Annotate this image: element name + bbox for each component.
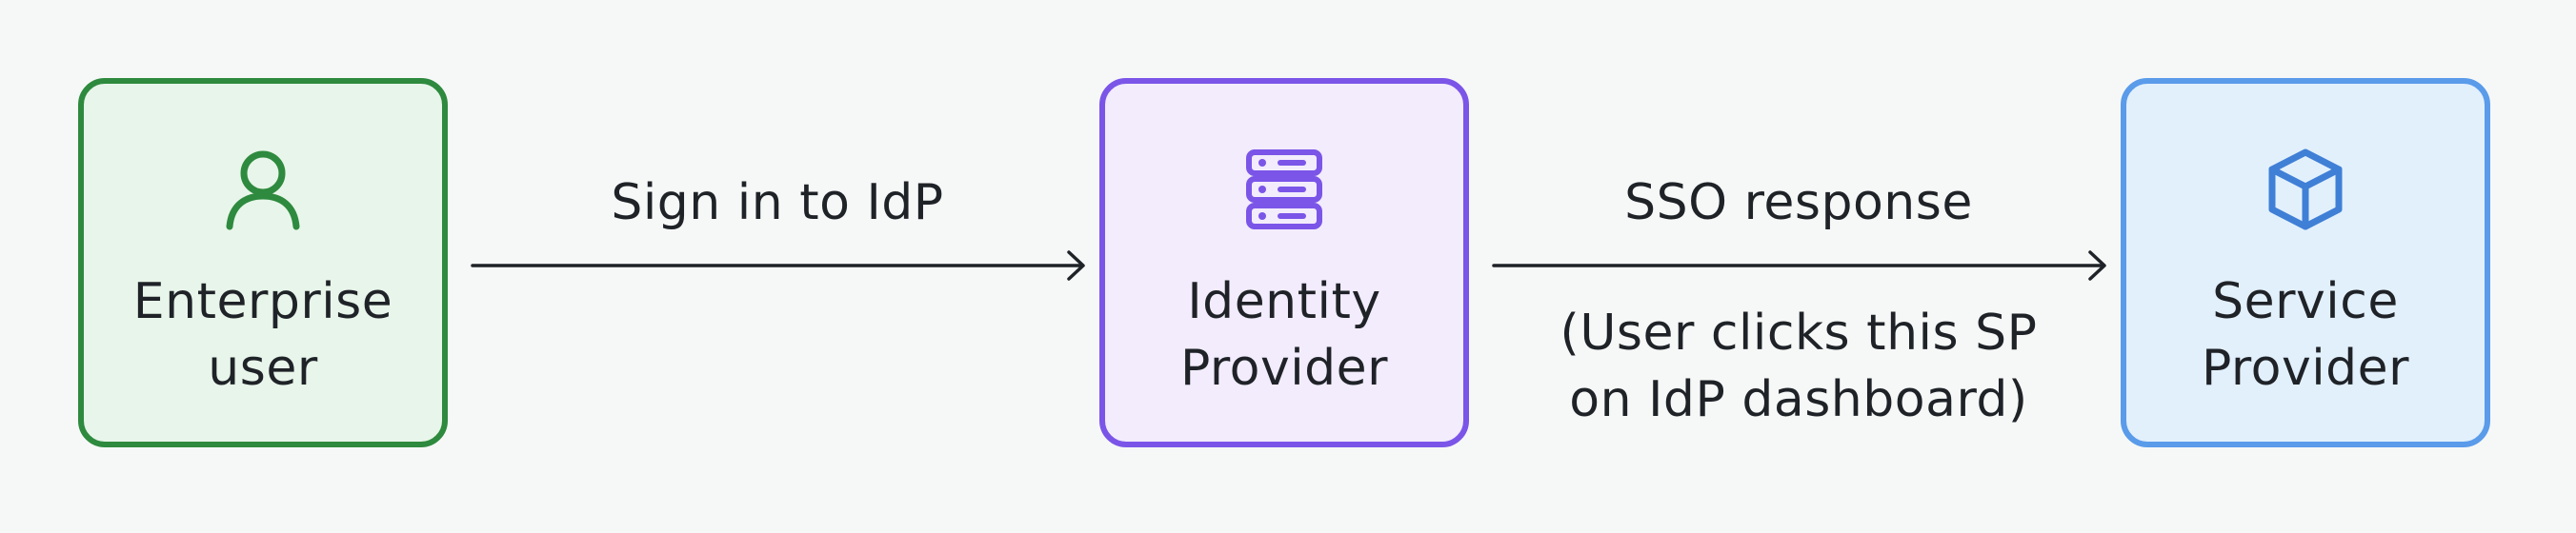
node-label: Service Provider	[2201, 273, 2410, 397]
node-service-provider: Service Provider	[2121, 78, 2490, 447]
edge-label-sign-in: Sign in to IdP	[611, 174, 944, 231]
arrow-user-to-idp	[471, 250, 1085, 281]
node-label: Enterprise user	[132, 273, 393, 397]
user-icon	[226, 150, 300, 230]
edge-note-sp-click: (User clicks this SP on IdP dashboard)	[1560, 305, 2038, 428]
arrow-idp-to-sp	[1492, 250, 2106, 281]
node-label: Identity Provider	[1179, 273, 1389, 397]
server-icon	[1246, 149, 1322, 229]
node-identity-provider: Identity Provider	[1099, 78, 1469, 447]
node-enterprise-user: Enterprise user	[78, 78, 448, 447]
edge-label-sso-response: SSO response	[1624, 174, 1973, 231]
cube-icon	[2268, 148, 2343, 230]
